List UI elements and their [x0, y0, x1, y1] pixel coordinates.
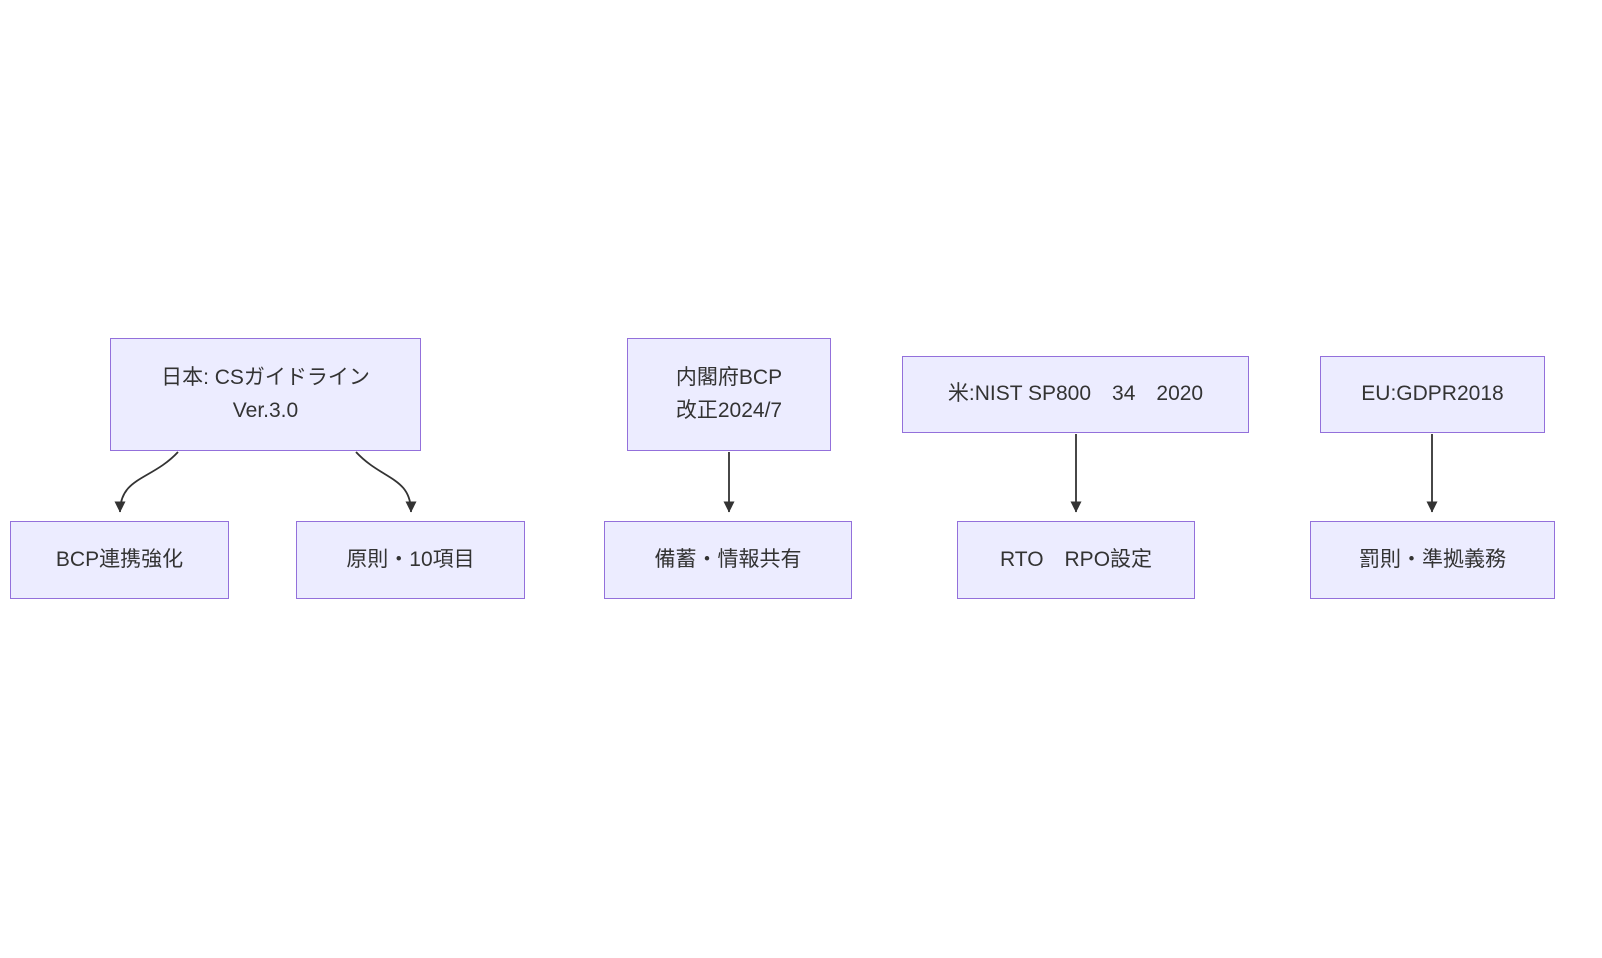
node-label-line: 罰則・準拠義務 — [1359, 547, 1506, 571]
node-label-line: 内閣府BCP — [675, 365, 783, 389]
node-label-line: 改正2024/7 — [675, 398, 783, 422]
node-label-line: 備蓄・情報共有 — [654, 547, 802, 571]
node-label-line: Ver.3.0 — [232, 398, 299, 422]
node-cabinet-office-bcp: 内閣府BCP 改正2024/7 — [627, 338, 831, 451]
node-label-line: 原則・10項目 — [346, 547, 475, 571]
node-principles-10-items: 原則・10項目 — [296, 521, 525, 599]
node-jp-cs-guideline: 日本: CSガイドライン Ver.3.0 — [110, 338, 421, 451]
edge-jpcs-to-principles — [355, 451, 417, 513]
node-us-nist-sp800: 米:NIST SP800 34 2020 — [902, 356, 1249, 433]
node-label-line: 日本: CSガイドライン — [161, 365, 370, 389]
node-bcp-link-strengthen: BCP連携強化 — [10, 521, 229, 599]
node-eu-gdpr-2018: EU:GDPR2018 — [1320, 356, 1545, 433]
node-label-line: 米:NIST SP800 34 2020 — [947, 382, 1204, 406]
node-label-line: BCP連携強化 — [55, 547, 184, 571]
node-stockpile-info-sharing: 備蓄・情報共有 — [604, 521, 852, 599]
node-rto-rpo-setting: RTO RPO設定 — [957, 521, 1195, 599]
node-penalty-compliance: 罰則・準拠義務 — [1310, 521, 1555, 599]
node-label-line: RTO RPO設定 — [999, 547, 1153, 571]
node-label-line: EU:GDPR2018 — [1361, 382, 1504, 406]
edge-jpcs-to-bcp — [114, 451, 179, 513]
